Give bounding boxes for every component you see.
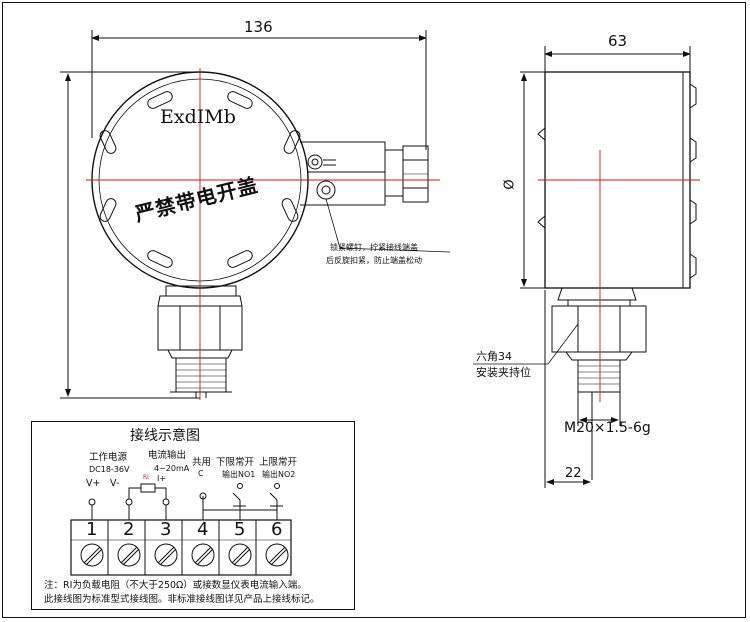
- common-label: 共用: [192, 457, 212, 468]
- wiring-lines: [70, 483, 292, 576]
- gland-note-line2: 后反旋扣紧，防止端盖松动: [326, 256, 422, 265]
- power-label: 工作电源: [89, 452, 128, 463]
- common-spec: C: [198, 469, 204, 478]
- current-output-label: 电流输出: [148, 450, 187, 461]
- terminal-1: 1: [86, 519, 98, 540]
- power-spec: DC18-36V: [89, 465, 130, 474]
- wiring-note-line2: 此接线图为标准型式接线图。非标准接线图详见产品上接线标记。: [44, 594, 320, 605]
- terminal-5: 5: [234, 519, 246, 540]
- iplus-label: I+: [157, 474, 167, 483]
- vminus-label: V-: [110, 478, 120, 489]
- gland-note-line1: 锁紧螺钉，拧紧接线端盖: [330, 243, 418, 252]
- front-width-dimension: 136: [244, 18, 273, 36]
- lower-limit-label: 下限常开: [216, 457, 255, 468]
- wiring-note-line1: 注：RI为负载电阻（不大于250Ω）或接数显仪表电流输入端。: [44, 580, 307, 591]
- ex-mark-label: ExdⅠMb: [160, 106, 236, 128]
- lower-limit-spec: 输出NO1: [222, 470, 256, 479]
- hex-label-line2: 安装夹持位: [476, 366, 531, 379]
- thread-length-dimension: 22: [565, 466, 582, 481]
- hex-label-line1: 六角34: [476, 350, 512, 363]
- front-view: [60, 30, 451, 399]
- upper-limit-spec: 输出NO2: [262, 470, 296, 479]
- front-centerlines: [86, 68, 440, 400]
- side-width-dimension: 63: [608, 32, 628, 50]
- terminal-4: 4: [197, 519, 209, 540]
- terminal-3: 3: [160, 519, 172, 540]
- terminal-2: 2: [123, 519, 135, 540]
- wiring-diagram-box: [31, 421, 355, 610]
- wiring-title: 接线示意图: [130, 428, 200, 444]
- side-centerlines: [538, 150, 700, 402]
- diameter-symbol: Ø: [502, 179, 518, 190]
- vplus-label: V+: [86, 478, 101, 489]
- ri-label: RI: [143, 474, 149, 481]
- terminal-6: 6: [271, 519, 283, 540]
- upper-limit-label: 上限常开: [259, 457, 298, 468]
- current-output-spec: 4~20mA: [154, 464, 190, 473]
- thread-spec-label: M20×1.5-6g: [564, 420, 651, 436]
